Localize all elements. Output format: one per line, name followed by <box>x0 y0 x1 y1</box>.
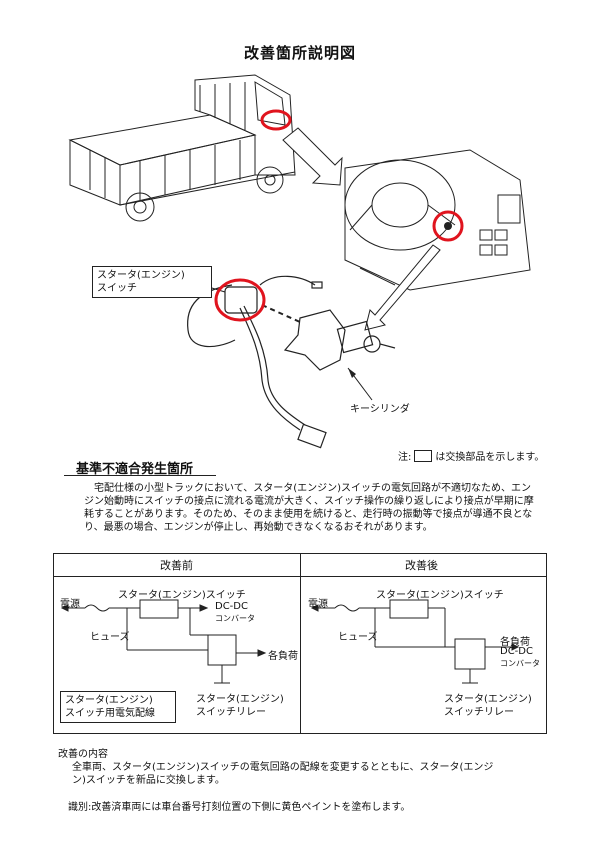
starter-switch-label: スタータ(エンジン)スイッチ <box>118 590 246 601</box>
dcdc-label-after-line2: コンバータ <box>500 659 540 668</box>
relay-label-after-line1: スタータ(エンジン) <box>444 694 532 705</box>
power-label: 電源 <box>60 599 80 610</box>
highlight-circle <box>260 109 292 131</box>
starter-switch-label-line1: スタータ(エンジン) <box>97 270 185 281</box>
switch-assembly-illustration <box>187 275 396 449</box>
starter-switch-label-after: スタータ(エンジン)スイッチ <box>376 590 504 601</box>
highlight-circle <box>432 210 464 242</box>
dcdc-label-after-line1: DC-DC <box>500 646 533 657</box>
fuse-label-after: ヒューズ <box>338 632 378 643</box>
wiring-label-line1: スタータ(エンジン) <box>65 695 153 706</box>
each-load-label: 各負荷 <box>268 651 298 662</box>
each-load-label-after: 各負荷 <box>500 637 530 648</box>
starter-switch-label-line2: スイッチ <box>97 283 137 294</box>
page-title: 改善箇所説明図 <box>243 44 356 62</box>
improvement-heading: 改善の内容 <box>58 749 108 760</box>
power-label-after: 電源 <box>308 599 328 610</box>
after-title: 改善後 <box>405 559 438 572</box>
relay-label-after-line2: スイッチリレー <box>444 707 514 718</box>
replacement-part-square-icon <box>414 449 433 462</box>
illustration <box>68 74 531 449</box>
arrow-icon <box>282 127 343 186</box>
key-cylinder-label: キーシリンダ <box>350 404 410 415</box>
highlight-circle <box>214 278 266 322</box>
wiring-callout: スタータ(エンジン) スイッチ用電気配線 <box>60 691 176 723</box>
truck-illustration <box>68 74 296 222</box>
improvement-body: 全車両、スタータ(エンジン)スイッチの電気回路の配線を変更するとともに、スタータ… <box>72 762 494 786</box>
heading-underline <box>64 475 216 476</box>
dcdc-label-line2: コンバータ <box>215 614 255 623</box>
before-title: 改善前 <box>160 559 193 572</box>
relay-label-line2: スイッチリレー <box>196 707 266 718</box>
circuit-diagram-table <box>53 553 547 734</box>
fuse-label: ヒューズ <box>90 632 130 643</box>
arrow-icon <box>364 244 441 331</box>
steering-illustration <box>344 149 531 291</box>
starter-switch-callout: スタータ(エンジン) スイッチ <box>92 266 212 298</box>
defect-location-heading: 基準不適合発生箇所 <box>76 462 194 477</box>
circuit-diagram <box>60 599 520 684</box>
note-suffix: は交換部品を示します。 <box>435 452 545 463</box>
relay-label-line1: スタータ(エンジン) <box>196 694 284 705</box>
defect-description: 宅配仕様の小型トラックにおいて、スタータ(エンジン)スイッチの電気回路が不適切な… <box>84 483 534 533</box>
dcdc-label-line1: DC-DC <box>215 601 248 612</box>
identification-note: 識別:改善済車両には車台番号打刻位置の下側に黄色ペイントを塗布します。 <box>68 802 411 813</box>
wiring-label-line2: スイッチ用電気配線 <box>65 708 155 719</box>
note: 注: は交換部品を示します。 <box>398 448 544 463</box>
note-prefix: 注: <box>398 452 412 463</box>
